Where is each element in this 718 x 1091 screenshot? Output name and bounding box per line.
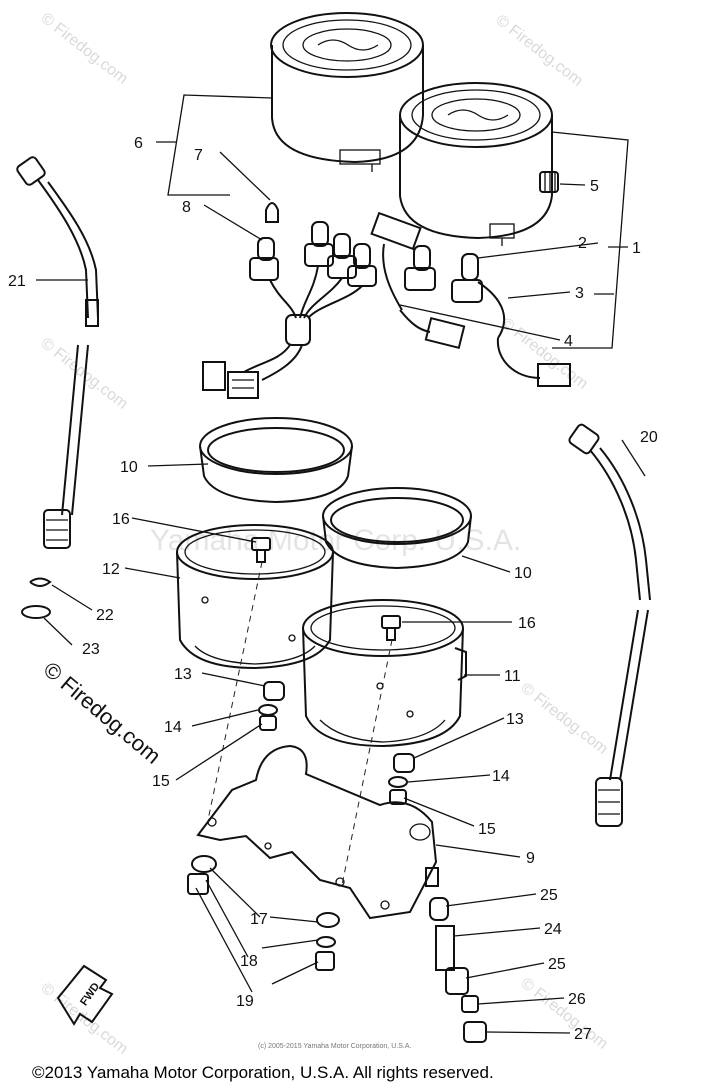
bracket-hardware-center bbox=[315, 912, 340, 971]
callout-19: 19 bbox=[236, 993, 254, 1010]
watermark-mid-right: © Firedog.com bbox=[498, 315, 591, 393]
callout-26: 26 bbox=[568, 991, 586, 1008]
copyright-footer: ©2013 Yamaha Motor Corporation, U.S.A. A… bbox=[32, 1063, 494, 1082]
callout-15-right: 15 bbox=[478, 821, 496, 838]
callout-20: 20 bbox=[640, 429, 658, 446]
callout-labels: 6 7 8 5 2 1 3 4 21 20 10 16 12 10 22 23 … bbox=[8, 135, 658, 1043]
clip-part-22 bbox=[29, 577, 52, 587]
callout-13-left: 13 bbox=[174, 666, 192, 683]
callout-16-left: 16 bbox=[112, 511, 130, 528]
meter-bracket-9 bbox=[196, 744, 439, 920]
watermark-top-right: © Firedog.com bbox=[493, 12, 586, 90]
callout-18: 18 bbox=[240, 953, 258, 970]
watermark-top-left: © Firedog.com bbox=[38, 10, 131, 88]
callout-24: 24 bbox=[544, 921, 562, 938]
callout-8: 8 bbox=[182, 199, 191, 216]
callout-3: 3 bbox=[575, 285, 584, 302]
screw-16-right bbox=[381, 615, 401, 641]
watermark-lower-right: © Firedog.com bbox=[518, 680, 611, 758]
bracket-hardware-right bbox=[429, 897, 487, 1043]
fwd-label: FWD bbox=[78, 981, 102, 1008]
speedometer-cable-21 bbox=[16, 156, 99, 549]
bulb-part-7 bbox=[265, 202, 279, 223]
callout-15-left: 15 bbox=[152, 773, 170, 790]
callout-5: 5 bbox=[590, 178, 599, 195]
callout-4: 4 bbox=[564, 333, 573, 350]
grommet-stack-left bbox=[258, 681, 285, 731]
bracket-hardware-left bbox=[187, 855, 217, 895]
fine-print-copyright: (c) 2005-2015 Yamaha Motor Corporation, … bbox=[258, 1043, 411, 1050]
callout-13-right: 13 bbox=[506, 711, 524, 728]
watermark-bottom-right: © Firedog.com bbox=[518, 975, 611, 1053]
meter-case-11 bbox=[302, 599, 467, 748]
socket-harness-right bbox=[370, 211, 571, 387]
callout-2: 2 bbox=[578, 235, 587, 252]
callout-23: 23 bbox=[82, 641, 100, 658]
axis-line-right bbox=[341, 639, 393, 886]
trim-ring-left-10 bbox=[199, 417, 353, 504]
watermark-mid-left: © Firedog.com bbox=[38, 335, 131, 413]
callout-11: 11 bbox=[504, 668, 521, 685]
callout-10-left: 10 bbox=[120, 459, 138, 476]
callout-27: 27 bbox=[574, 1026, 592, 1043]
callout-17: 17 bbox=[250, 911, 268, 928]
callout-21: 21 bbox=[8, 273, 26, 290]
callout-12: 12 bbox=[102, 561, 120, 578]
callout-7: 7 bbox=[194, 147, 203, 164]
screw-16-left bbox=[251, 537, 271, 563]
callout-1: 1 bbox=[632, 240, 641, 257]
callout-16-right: 16 bbox=[518, 615, 536, 632]
callout-14-right: 14 bbox=[492, 768, 510, 785]
speedometer-assembly bbox=[270, 12, 424, 172]
meter-case-12 bbox=[176, 524, 334, 670]
callout-9: 9 bbox=[526, 850, 535, 867]
callout-10-right: 10 bbox=[514, 565, 532, 582]
callout-6: 6 bbox=[134, 135, 143, 152]
tachometer-assembly bbox=[399, 82, 559, 246]
leader-lines bbox=[36, 94, 646, 1034]
callout-25-bottom: 25 bbox=[548, 956, 566, 973]
socket-harness-left bbox=[202, 221, 377, 399]
grommet-stack-right bbox=[388, 753, 415, 805]
callout-25-top: 25 bbox=[540, 887, 558, 904]
callout-14-left: 14 bbox=[164, 719, 182, 736]
o-ring-part-23 bbox=[21, 605, 51, 619]
trim-ring-right-10 bbox=[322, 487, 472, 570]
callout-22: 22 bbox=[96, 607, 114, 624]
watermark-brand-dark: © Firedog.com bbox=[39, 657, 166, 769]
tachometer-cable-20 bbox=[568, 423, 651, 827]
